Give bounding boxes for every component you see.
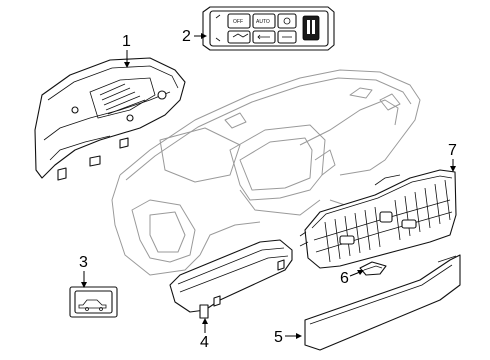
headlight-switch xyxy=(302,15,320,41)
svg-text:4: 4 xyxy=(200,334,209,351)
svg-text:7: 7 xyxy=(448,142,457,159)
svg-text:1: 1 xyxy=(122,33,131,50)
auto-button-label: AUTO xyxy=(256,19,270,25)
trim-panel-4 xyxy=(169,239,293,319)
off-button xyxy=(227,13,251,29)
callout-1: 1 xyxy=(122,33,131,68)
fan-button xyxy=(277,13,297,29)
off-button-label: OFF xyxy=(233,19,243,25)
svg-text:5: 5 xyxy=(274,329,283,346)
svg-text:3: 3 xyxy=(79,254,88,271)
callout-2: 2 xyxy=(182,28,207,45)
callout-3: 3 xyxy=(79,254,88,288)
switch-panel: OFF AUTO xyxy=(202,6,335,51)
svg-text:2: 2 xyxy=(182,28,191,45)
vent-louvers xyxy=(324,179,451,263)
center-vent-assembly xyxy=(299,169,457,269)
callout-7: 7 xyxy=(448,142,457,172)
instrument-cluster xyxy=(34,57,186,181)
callout-5: 5 xyxy=(274,329,302,346)
auto-button xyxy=(252,13,276,29)
dash-trim-strip xyxy=(304,254,461,351)
svg-text:6: 6 xyxy=(340,270,349,287)
clip-part-6 xyxy=(359,261,387,276)
cluster-grille xyxy=(99,83,146,115)
trunk-release-switch xyxy=(69,286,118,318)
defrost-button xyxy=(227,30,251,44)
callout-4: 4 xyxy=(200,318,209,351)
car-trunk-icon xyxy=(78,299,107,309)
callout-6: 6 xyxy=(340,270,364,287)
